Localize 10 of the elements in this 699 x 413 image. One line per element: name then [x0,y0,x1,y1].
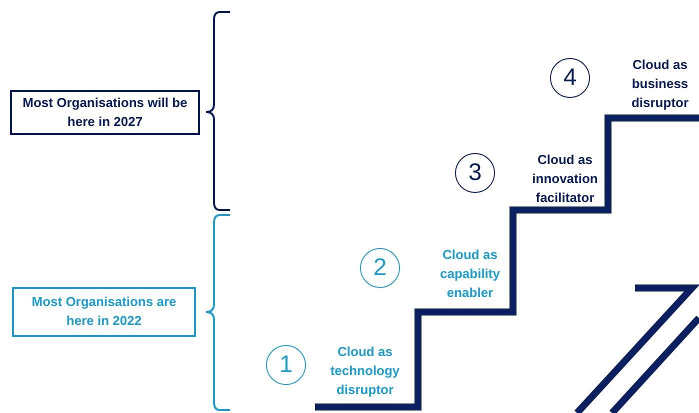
step-number: 2 [360,248,400,288]
step-number: 4 [550,58,590,98]
step-number: 1 [266,345,306,385]
step-label: Cloud as innovation facilitator [531,151,599,207]
text-box: Most Organisations are here in 2022 [12,287,196,337]
step-label: Cloud as capability enabler [439,246,501,302]
step-label: Cloud as business disruptor [630,56,690,112]
step-label: Cloud as technology disruptor [329,343,401,399]
step-number: 3 [455,153,495,193]
text-box: Most Organisations will be here in 2027 [10,90,200,135]
